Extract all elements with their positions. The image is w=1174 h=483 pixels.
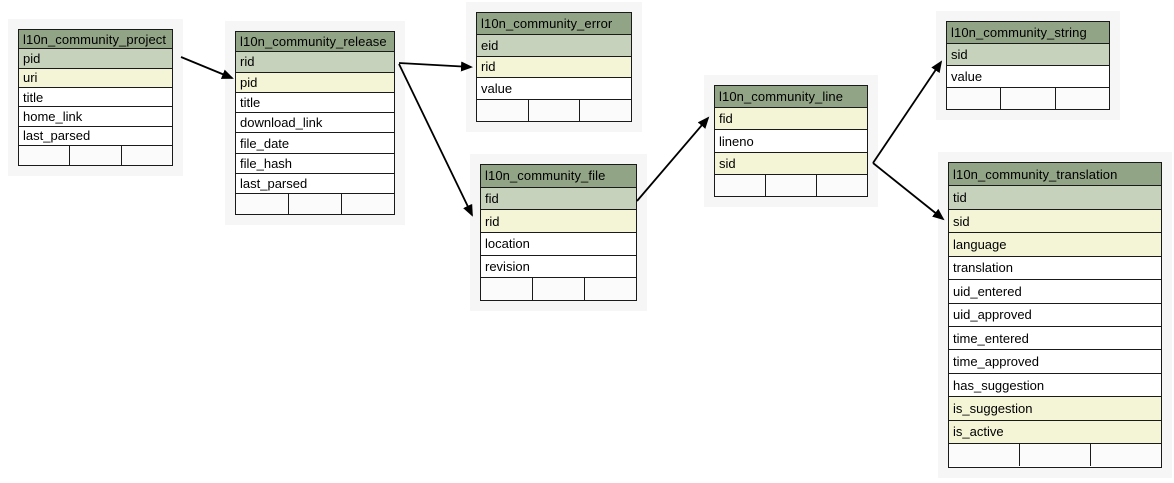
table-footer [715,173,867,197]
table-title: l10n_community_file [481,165,636,187]
footer-cell [477,100,528,121]
field-row-file_hash: file_hash [236,152,394,173]
footer-cell [715,175,765,196]
field-row-sid: sid [949,208,1161,233]
footer-cell [341,194,394,214]
field-row-file_date: file_date [236,132,394,153]
relationship-arrow-l10n_community_line.sid-to-l10n_community_string.sid [872,60,943,164]
footer-cell [584,278,636,300]
field-row-pid: pid [236,71,394,92]
field-row-time_entered: time_entered [949,325,1161,350]
field-row-rid: rid [236,51,394,72]
table-title: l10n_community_project [19,30,172,49]
table-footer [236,193,394,214]
table-footer [19,145,172,165]
footer-cell [816,174,867,197]
footer-cell [19,146,69,164]
footer-cell [1090,444,1161,467]
field-row-is_active: is_active [949,419,1161,444]
field-row-uri: uri [19,67,172,88]
table-footer [477,99,631,121]
field-row-tid: tid [949,185,1161,209]
field-row-rid: rid [477,55,631,78]
field-row-translation: translation [949,255,1161,280]
field-row-uid_approved: uid_approved [949,302,1161,326]
relationship-arrow-l10n_community_project.pid-to-l10n_community_release.pid [180,56,234,79]
field-row-time_approved: time_approved [949,349,1161,373]
field-row-title: title [19,87,172,107]
footer-cell [69,146,120,165]
field-row-download_link: download_link [236,112,394,133]
footer-cell [765,174,816,197]
table-title: l10n_community_translation [949,163,1161,186]
relationship-arrow-l10n_community_release.rid-to-l10n_community_file.rid [398,63,473,217]
field-row-fid: fid [481,186,636,210]
field-row-location: location [481,231,636,255]
footer-cell [579,100,631,121]
table-footer [949,443,1161,467]
table-footer [947,87,1109,109]
footer-cell [288,194,341,214]
footer-cell [120,146,172,165]
field-row-is_suggestion: is_suggestion [949,396,1161,420]
footer-cell [1054,88,1109,109]
footer-cell [1000,88,1054,109]
field-row-fid: fid [715,107,867,130]
relationship-arrow-l10n_community_release.rid-to-l10n_community_error.rid [398,61,473,72]
field-row-language: language [949,232,1161,256]
field-row-uid_entered: uid_entered [949,279,1161,303]
table-title: l10n_community_release [236,32,394,52]
field-row-title: title [236,91,394,113]
field-row-value: value [477,77,631,100]
table-title: l10n_community_error [477,13,631,34]
field-row-sid: sid [715,151,867,174]
footer-cell [949,444,1019,466]
footer-cell [527,100,580,121]
relationship-arrow-l10n_community_file.fid-to-l10n_community_line.fid [636,116,710,202]
field-row-eid: eid [477,33,631,56]
field-row-home_link: home_link [19,106,172,126]
footer-cell [236,194,288,213]
table-title: l10n_community_string [947,22,1109,43]
footer-cell [481,278,532,300]
field-row-last_parsed: last_parsed [236,172,394,194]
footer-cell [947,88,1000,109]
footer-cell [1019,444,1090,467]
relationship-arrow-l10n_community_line.sid-to-l10n_community_translation.sid [872,162,945,221]
field-row-last_parsed: last_parsed [19,125,172,146]
field-row-revision: revision [481,254,636,278]
field-row-lineno: lineno [715,129,867,152]
footer-cell [532,278,584,300]
field-row-sid: sid [947,43,1109,65]
field-row-has_suggestion: has_suggestion [949,372,1161,397]
table-footer [481,277,636,300]
field-row-rid: rid [481,209,636,232]
field-row-value: value [947,65,1109,87]
table-title: l10n_community_line [715,86,867,108]
field-row-pid: pid [19,48,172,68]
